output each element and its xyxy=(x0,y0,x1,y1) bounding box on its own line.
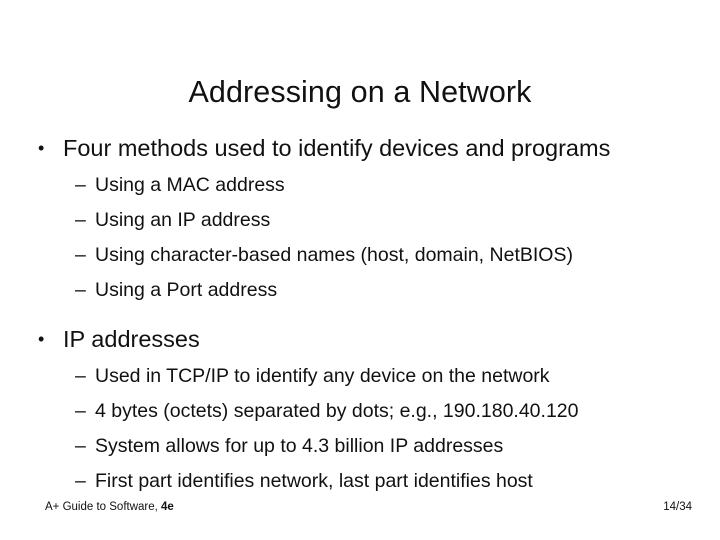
bullet-dash-icon: – xyxy=(75,209,86,231)
bullet-dot-icon: • xyxy=(38,329,45,349)
group-spacer xyxy=(0,308,720,324)
page-number: 14/34 xyxy=(663,501,692,513)
bullet-dash-icon: – xyxy=(75,365,86,387)
bullet-level1: • IP addresses xyxy=(0,324,720,354)
bullet-level2-label: System allows for up to 4.3 billion IP a… xyxy=(95,435,504,457)
bullet-level2: – System allows for up to 4.3 billion IP… xyxy=(0,429,720,464)
bullet-level2-label: Using an IP address xyxy=(95,209,271,231)
bullet-dash-icon: – xyxy=(75,470,86,492)
bullet-level2-label: Using a MAC address xyxy=(95,174,285,196)
bullet-level1-label: IP addresses xyxy=(63,326,200,352)
footer-source: A+ Guide to Software, 4e xyxy=(45,499,174,515)
slide-footer: A+ Guide to Software, 4e 14/34 xyxy=(0,499,720,519)
bullet-dash-icon: – xyxy=(75,400,86,422)
bullet-level2: – Using a Port address xyxy=(0,273,720,308)
bullet-level2: – Using a MAC address xyxy=(0,168,720,203)
bullet-dash-icon: – xyxy=(75,279,86,301)
bullet-group: • IP addresses – Used in TCP/IP to ident… xyxy=(0,324,720,499)
bullet-level2-label: 4 bytes (octets) separated by dots; e.g.… xyxy=(95,400,579,422)
bullet-level2: – First part identifies network, last pa… xyxy=(0,464,720,499)
bullet-group: • Four methods used to identify devices … xyxy=(0,133,720,308)
footer-source-text: A+ Guide to Software, xyxy=(45,501,162,513)
bullet-dash-icon: – xyxy=(75,435,86,457)
bullet-dot-icon: • xyxy=(38,138,45,158)
bullet-level2: – Used in TCP/IP to identify any device … xyxy=(0,359,720,394)
bullet-level1: • Four methods used to identify devices … xyxy=(0,133,720,163)
bullet-dash-icon: – xyxy=(75,244,86,266)
bullet-level2-label: Using character-based names (host, domai… xyxy=(95,244,573,266)
bullet-level2: – Using character-based names (host, dom… xyxy=(0,238,720,273)
bullet-level2-label: First part identifies network, last part… xyxy=(95,470,533,492)
bullet-level2: – Using an IP address xyxy=(0,203,720,238)
bullet-level1-label: Four methods used to identify devices an… xyxy=(63,135,611,161)
bullet-level2: – 4 bytes (octets) separated by dots; e.… xyxy=(0,394,720,429)
page-title: Addressing on a Network xyxy=(188,75,532,110)
bullet-level2-label: Using a Port address xyxy=(95,279,278,301)
bullet-dash-icon: – xyxy=(75,174,86,196)
bullet-level2-label: Used in TCP/IP to identify any device on… xyxy=(95,365,550,387)
slide-body: • Four methods used to identify devices … xyxy=(0,133,720,499)
footer-edition: 4e xyxy=(161,501,174,513)
